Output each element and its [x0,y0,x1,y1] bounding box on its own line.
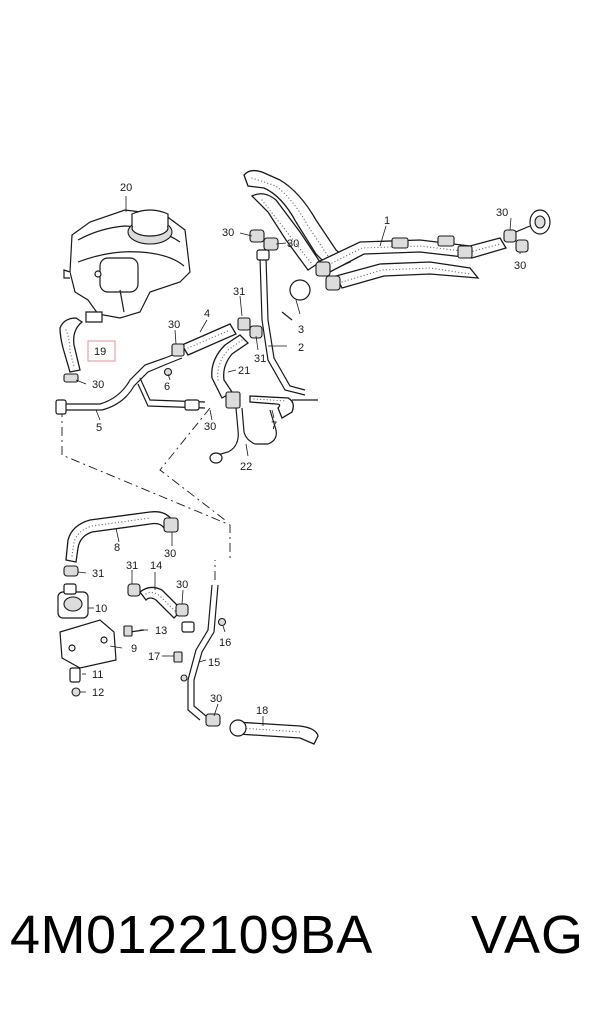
pipe-15 [181,584,219,721]
hose-19 [59,317,84,383]
callout-labels: 20 1 30 30 30 30 31 3 2 4 30 31 19 6 21 … [92,182,526,717]
callout-2: 2 [298,342,304,354]
callout-19: 19 [94,346,106,358]
callout-30-a: 30 [222,227,234,239]
part-number: 4M0122109BA [10,905,373,965]
hose-18 [205,713,319,745]
callout-30-g: 30 [204,421,216,433]
callout-30-f: 30 [92,379,104,391]
gasket-3 [281,279,311,321]
pipe-5 [55,351,206,415]
callout-15: 15 [208,657,220,669]
callout-30-j: 30 [210,693,222,705]
hose-14 [127,583,189,619]
callout-1: 1 [384,215,390,227]
callout-13: 13 [155,625,167,637]
callout-31-b: 31 [254,353,266,365]
hose-21 [211,334,250,409]
hose-7 [249,395,318,419]
expansion-tank [63,209,191,323]
callout-12: 12 [92,687,104,699]
callout-20: 20 [120,182,132,194]
brand-name: VAG [470,905,584,965]
callout-4: 4 [204,308,210,320]
hose-4 [171,317,251,357]
callout-10: 10 [95,603,107,615]
callout-17: 17 [148,651,160,663]
bolt-6 [163,367,173,377]
callout-22: 22 [240,461,252,473]
callout-5: 5 [96,422,102,434]
callout-31-a: 31 [233,286,245,298]
callout-21: 21 [238,365,250,377]
callout-11: 11 [92,669,103,681]
parts-diagram: 20 1 30 30 30 30 31 3 2 4 30 31 19 6 21 … [55,169,551,745]
callout-30-b: 30 [287,238,299,250]
caption: 4M0122109BA VAG [0,900,600,980]
linkage-lines [61,407,231,580]
callout-18: 18 [256,705,268,717]
callout-30-d: 30 [514,260,526,272]
callout-31-d: 31 [126,560,138,572]
bracket-9 [59,619,117,697]
callout-30-h: 30 [164,548,176,560]
callout-16: 16 [219,637,231,649]
bolt-16 [217,617,227,627]
bolt-17 [173,651,188,682]
callout-14: 14 [150,560,162,572]
callout-19-highlight [87,340,116,362]
callout-30-c: 30 [496,207,508,219]
callout-7: 7 [271,420,277,432]
callout-6: 6 [164,381,170,393]
callout-30-i: 30 [176,579,188,591]
pipe-22 [209,407,277,464]
bolt-13 [123,625,145,637]
callout-30-e: 30 [168,319,180,331]
leader-lines [75,196,521,726]
hose-8 [65,511,179,563]
pipe-2 [256,249,306,396]
callout-9: 9 [131,643,137,655]
callout-31-c: 31 [92,568,104,580]
callout-3: 3 [298,324,304,336]
pump-10 [57,565,89,619]
callout-8: 8 [114,542,120,554]
hose-harness-1 [243,169,551,291]
